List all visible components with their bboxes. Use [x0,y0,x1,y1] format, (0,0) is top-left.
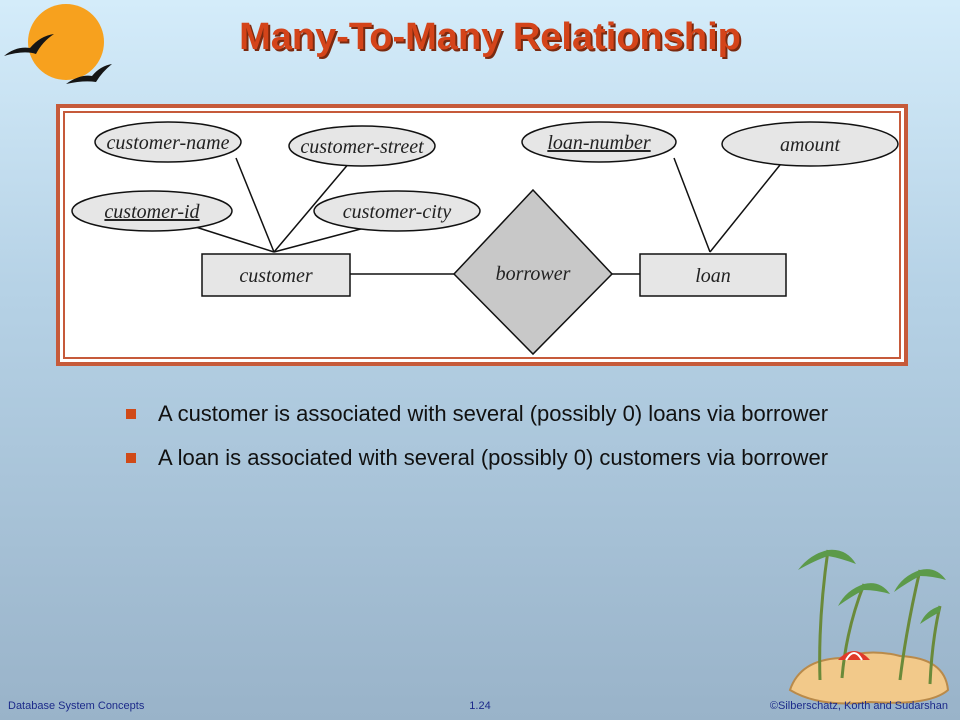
label-loan-number: loan-number [547,132,651,154]
bullet-item: A customer is associated with several (p… [124,400,844,428]
attribute-customer-id [71,190,233,232]
er-diagram: customer-name customer-street customer-i… [56,104,908,366]
label-amount: amount [780,134,840,156]
attribute-loan-number [521,121,677,163]
bullet-list: A customer is associated with several (p… [124,400,844,488]
edge-customer-street [273,161,351,253]
label-customer-street: customer-street [300,136,424,158]
slide-title: Many-To-Many Relationship [239,16,741,58]
label-customer-name: customer-name [107,132,230,154]
attribute-customer-name [94,121,242,163]
relationship-borrower [452,188,614,356]
bullet-text: A loan is associated with several (possi… [158,445,829,470]
sun-birds-logo [4,4,112,84]
label-borrower: borrower [496,263,571,285]
footer-course-title: Database System Concepts [8,700,145,712]
attribute-customer-city [313,190,481,232]
entity-customer [201,253,351,297]
footer-copyright: ©Silberschatz, Korth and Sudarshan [769,700,948,712]
entity-loan [639,253,787,297]
label-customer-id: customer-id [104,201,200,223]
bullet-text: A customer is associated with several (p… [158,401,829,426]
edge-customer-name [235,157,275,253]
attribute-amount [721,121,899,167]
square-bullet-icon [126,453,136,463]
footer-page-number: 1.24 [469,700,491,712]
label-customer: customer [239,265,313,287]
edge-customer-city [273,225,373,253]
square-bullet-icon [126,409,136,419]
label-customer-city: customer-city [343,201,452,223]
bullet-item: A loan is associated with several (possi… [124,444,844,472]
label-loan: loan [695,265,731,287]
attribute-customer-street [288,125,436,167]
edge-loan-number [673,157,711,253]
palm-island-icon [788,549,950,705]
edge-amount [709,159,785,253]
